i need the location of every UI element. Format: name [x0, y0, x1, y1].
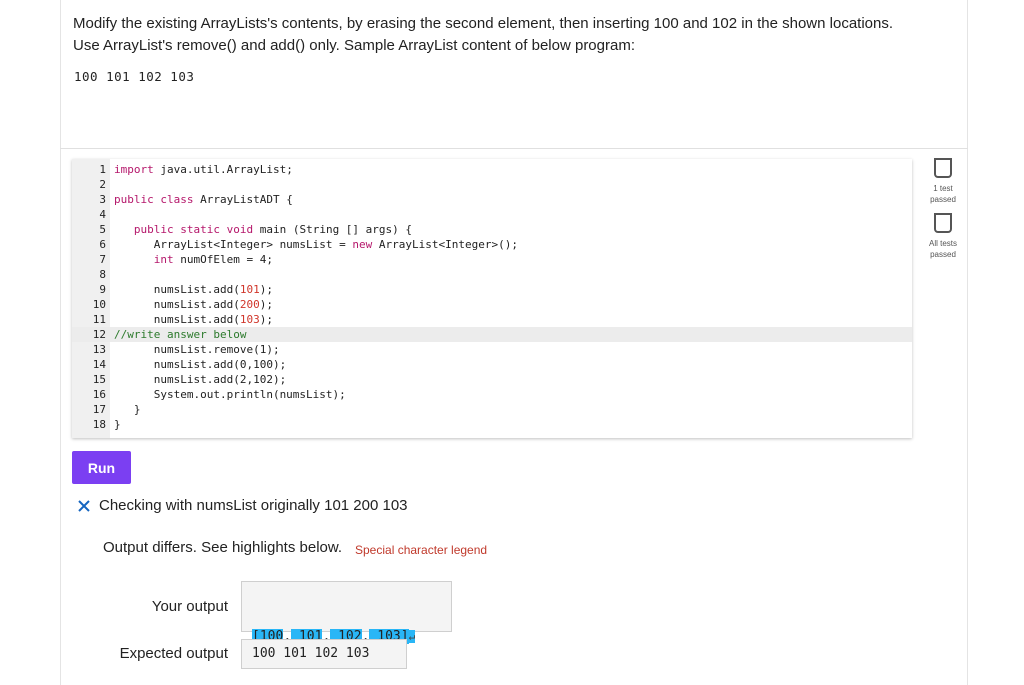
check-text: Checking with numsList originally 101 20… [99, 497, 408, 514]
code-text[interactable]: numsList.add(2,102); [114, 373, 287, 386]
your-output-label: Your output [151, 598, 228, 615]
code-line[interactable]: 10 numsList.add(200); [72, 297, 912, 312]
code-text[interactable]: public class ArrayListADT { [114, 193, 293, 206]
sample-output: 100 101 102 103 [74, 69, 195, 84]
code-line[interactable]: 5 public static void main (String [] arg… [72, 222, 912, 237]
test-checkbox-icon [934, 213, 952, 233]
line-number: 16 [92, 388, 106, 401]
line-number: 5 [99, 223, 106, 236]
line-number: 10 [92, 298, 106, 311]
your-output-box: [100, 101, 102, 103]↵ 100 101 102 103 [241, 581, 452, 644]
code-line[interactable]: 6 ArrayList<Integer> numsList = new Arra… [72, 237, 912, 252]
problem-prompt: Modify the existing ArrayLists's content… [73, 15, 894, 54]
code-text[interactable]: //write answer below [114, 328, 247, 341]
expected-output-label: Expected output [119, 645, 228, 662]
code-line[interactable]: 2 [72, 177, 912, 192]
code-line[interactable]: 9 numsList.add(101); [72, 282, 912, 297]
code-line[interactable]: 17 } [72, 402, 912, 417]
line-number: 17 [92, 403, 106, 416]
code-line[interactable]: 4 [72, 207, 912, 222]
code-line[interactable]: 1 import java.util.ArrayList; [72, 162, 912, 177]
line-number: 15 [92, 373, 106, 386]
line-number: 11 [92, 313, 106, 326]
divider [60, 148, 968, 149]
line-number: 12 [92, 328, 106, 341]
code-text[interactable]: numsList.add(0,100); [114, 358, 287, 371]
code-text[interactable]: public static void main (String [] args)… [133, 223, 413, 236]
code-text[interactable]: ArrayList<Integer> numsList = new ArrayL… [114, 238, 518, 251]
code-line[interactable]: 18} [72, 417, 912, 432]
line-number: 3 [99, 193, 106, 206]
code-line[interactable]: 16 System.out.println(numsList); [72, 387, 912, 402]
line-number: 13 [92, 343, 106, 356]
test-label-1: 1 test passed [930, 184, 956, 204]
line-number: 14 [92, 358, 106, 371]
code-text[interactable]: numsList.add(200); [114, 298, 273, 311]
code-text[interactable]: int numOfElem = 4; [153, 253, 273, 266]
test-label-2: All tests passed [928, 239, 957, 259]
code-line[interactable]: 15 numsList.add(2,102); [72, 372, 912, 387]
code-line[interactable]: 12 //write answer below [72, 327, 912, 342]
code-text[interactable]: numsList.remove(1); [114, 343, 280, 356]
test-status: 1 test passed All tests passed [920, 158, 966, 260]
code-text[interactable]: numsList.add(103); [114, 313, 273, 326]
line-number: 1 [99, 163, 106, 176]
line-number: 7 [99, 253, 106, 266]
special-character-legend-link[interactable]: Special character legend [355, 543, 488, 557]
code-text[interactable]: System.out.println(numsList); [114, 388, 346, 401]
code-line[interactable]: 14 numsList.add(0,100); [72, 357, 912, 372]
code-line[interactable]: 8 [72, 267, 912, 282]
close-icon [78, 499, 90, 512]
check-result: Checking with numsList originally 101 20… [76, 497, 408, 514]
code-text[interactable]: } [114, 418, 121, 431]
code-text[interactable]: } [114, 403, 141, 416]
code-text[interactable]: import java.util.ArrayList; [114, 163, 293, 176]
code-line[interactable]: 7 int numOfElem = 4; [72, 252, 912, 267]
code-line[interactable]: 11 numsList.add(103); [72, 312, 912, 327]
line-number: 4 [99, 208, 106, 221]
test-checkbox-icon [934, 158, 952, 178]
line-number: 18 [92, 418, 106, 431]
return-icon: ↵ [408, 630, 416, 643]
code-text[interactable]: numsList.add(101); [114, 283, 273, 296]
line-number: 8 [99, 268, 106, 281]
code-editor[interactable]: 1 import java.util.ArrayList; 2 3 public cla… [72, 159, 912, 438]
line-number: 6 [99, 238, 106, 251]
output-differs-text: Output differs. See highlights below. [103, 539, 343, 556]
line-number-gutter [72, 159, 110, 438]
line-number: 2 [99, 178, 106, 191]
code-line[interactable]: 13 numsList.remove(1); [72, 342, 912, 357]
line-number: 9 [99, 283, 106, 296]
run-button[interactable]: Run [72, 451, 131, 484]
code-line[interactable]: 3 public class ArrayListADT { [72, 192, 912, 207]
expected-output-box: 100 101 102 103 [241, 639, 407, 669]
